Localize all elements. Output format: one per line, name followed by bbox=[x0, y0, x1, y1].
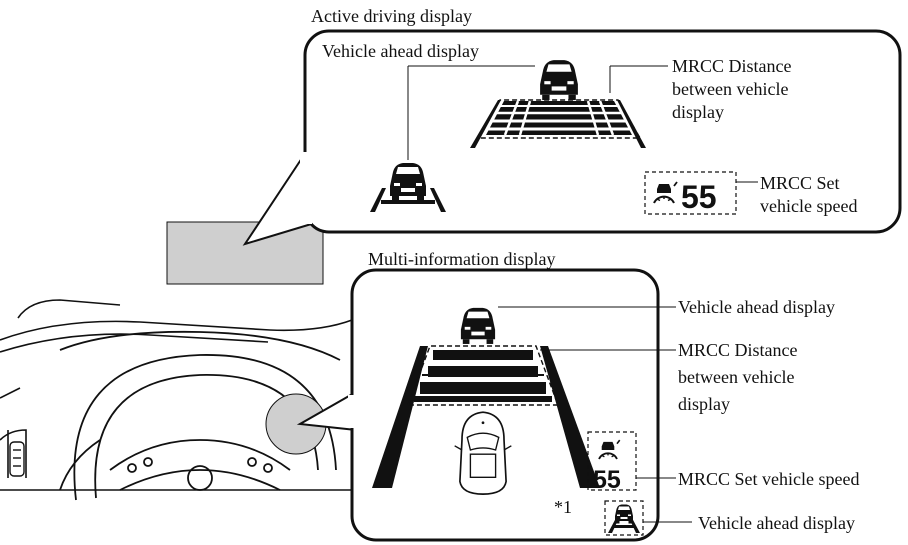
multi-vehicle-ahead-small-box bbox=[604, 500, 644, 536]
multi-distance-label-1: MRCC Distance bbox=[678, 340, 798, 360]
multi-display-callout-tail bbox=[296, 391, 357, 431]
active-set-speed-label-2: vehicle speed bbox=[760, 196, 857, 216]
active-distance-bars bbox=[470, 99, 646, 148]
multi-set-speed-label: MRCC Set vehicle speed bbox=[678, 469, 859, 489]
multi-speed-value: 55 bbox=[593, 466, 621, 494]
active-distance-label-3: display bbox=[672, 102, 724, 122]
active-speed-value: 55 bbox=[681, 179, 717, 215]
active-vehicle-ahead-label: Vehicle ahead display bbox=[322, 41, 479, 61]
active-display-callout-tail bbox=[242, 151, 319, 246]
multi-distance-bars bbox=[372, 345, 600, 488]
multi-vehicle-ahead-label: Vehicle ahead display bbox=[678, 297, 835, 317]
air-vent bbox=[9, 441, 25, 477]
multi-set-speed-box bbox=[587, 431, 637, 491]
car-rear-icon bbox=[390, 163, 426, 201]
dashboard-sketch bbox=[0, 299, 353, 491]
windshield-projection-area bbox=[166, 221, 324, 285]
car-front-icon bbox=[460, 307, 496, 344]
active-distance-label-1: MRCC Distance bbox=[672, 56, 792, 76]
active-driving-display-title: Active driving display bbox=[311, 6, 472, 26]
active-set-speed-box bbox=[644, 171, 737, 215]
multi-vehicle-ahead-small-label: Vehicle ahead display bbox=[698, 513, 855, 533]
multi-distance-label-3: display bbox=[678, 394, 730, 414]
active-distance-label-2: between vehicle bbox=[672, 79, 788, 99]
multi-distance-label-2: between vehicle bbox=[678, 367, 794, 387]
footnote-marker: *1 bbox=[554, 497, 572, 517]
active-near-lane bbox=[370, 188, 446, 212]
car-front-icon bbox=[540, 60, 578, 101]
multi-info-display-title: Multi-information display bbox=[368, 249, 555, 269]
car-rear-icon bbox=[615, 504, 633, 524]
active-set-speed-label-1: MRCC Set bbox=[760, 173, 840, 193]
